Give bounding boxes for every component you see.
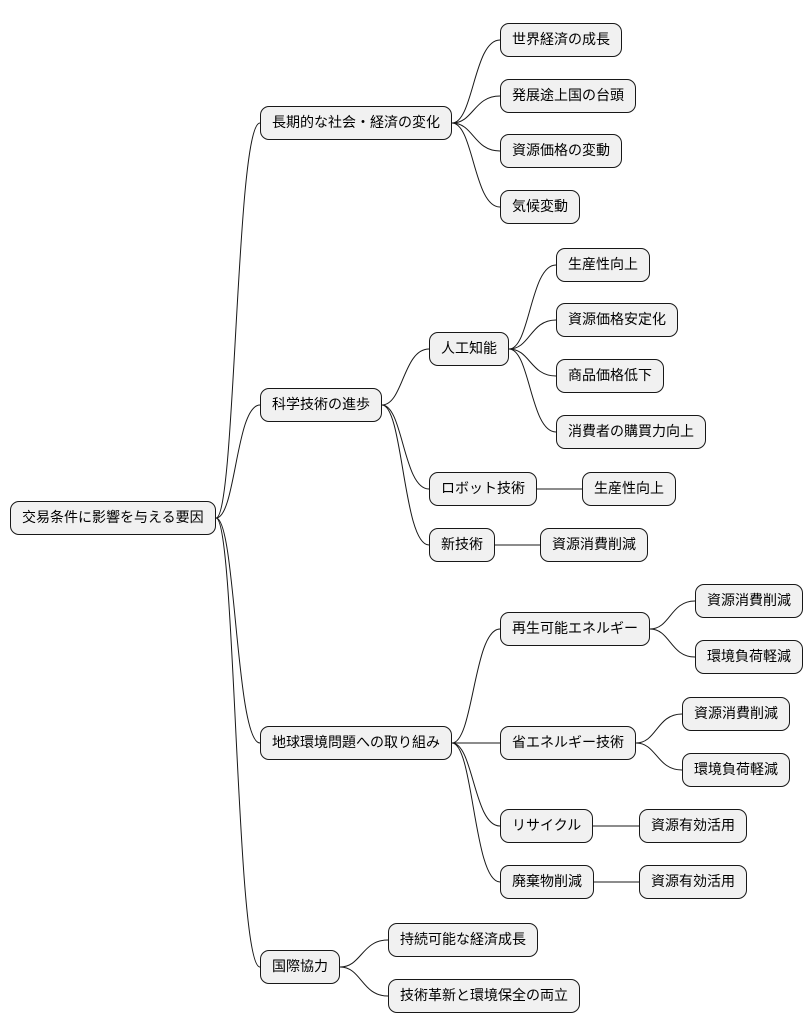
connector-line xyxy=(215,122,261,519)
connector-line xyxy=(451,742,501,883)
leaf-node: 資源価格の変動 xyxy=(500,134,622,168)
connector-line xyxy=(215,517,261,968)
leaf-node: 資源消費削減 xyxy=(540,528,648,562)
connector-line xyxy=(508,319,557,350)
branch-node-international-cooperation: 国際協力 xyxy=(260,950,340,984)
leaf-node: 生産性向上 xyxy=(582,472,676,506)
leaf-node: 技術革新と環境保全の両立 xyxy=(388,979,580,1013)
connector-line xyxy=(451,122,501,152)
connector-line xyxy=(339,966,389,997)
connector-line xyxy=(215,404,261,519)
connector-line xyxy=(381,348,430,406)
leaf-node: 世界経済の成長 xyxy=(500,23,622,57)
connector-line xyxy=(635,713,683,744)
leaf-node: 資源有効活用 xyxy=(639,865,747,899)
connector-line xyxy=(381,404,430,490)
sub-branch-node-waste-reduction: 廃棄物削減 xyxy=(500,865,594,899)
sub-branch-node-energy-saving: 省エネルギー技術 xyxy=(500,726,636,760)
connector-line xyxy=(451,95,501,124)
connector-line xyxy=(451,39,501,124)
sub-branch-node-recycling: リサイクル xyxy=(500,809,594,843)
leaf-node: 発展途上国の台頭 xyxy=(500,79,636,113)
leaf-node: 資源消費削減 xyxy=(682,697,790,731)
connector-line xyxy=(649,600,696,630)
leaf-node: 資源有効活用 xyxy=(639,809,747,843)
connector-line xyxy=(451,742,501,827)
branch-node-science-technology: 科学技術の進歩 xyxy=(260,388,382,422)
connector-line xyxy=(508,348,557,433)
connector-line xyxy=(635,742,683,771)
sub-branch-node-new-tech: 新技術 xyxy=(429,528,495,562)
connector-line xyxy=(215,517,261,744)
leaf-node: 持続可能な経済成長 xyxy=(388,923,538,957)
leaf-node: 生産性向上 xyxy=(556,248,650,282)
leaf-node: 商品価格低下 xyxy=(556,359,664,393)
connector-line xyxy=(339,939,389,968)
root-node: 交易条件に影響を与える要因 xyxy=(10,501,216,535)
connector-line xyxy=(508,264,557,350)
connector-line xyxy=(451,122,501,208)
leaf-node: 資源価格安定化 xyxy=(556,303,678,337)
leaf-node: 消費者の購買力向上 xyxy=(556,415,706,449)
sub-branch-node-renewable-energy: 再生可能エネルギー xyxy=(500,612,650,646)
leaf-node: 資源消費削減 xyxy=(695,584,803,618)
branch-node-environment: 地球環境問題への取り組み xyxy=(260,726,452,760)
leaf-node: 気候変動 xyxy=(500,190,580,224)
connector-line xyxy=(381,404,430,546)
sub-branch-node-robotics: ロボット技術 xyxy=(429,472,537,506)
branch-node-social-economic-change: 長期的な社会・経済の変化 xyxy=(260,106,452,140)
sub-branch-node-ai: 人工知能 xyxy=(429,332,509,366)
connector-line xyxy=(451,628,501,744)
connector-line xyxy=(508,348,557,377)
leaf-node: 環境負荷軽減 xyxy=(695,640,803,674)
leaf-node: 環境負荷軽減 xyxy=(682,753,790,787)
connector-line xyxy=(649,628,696,658)
